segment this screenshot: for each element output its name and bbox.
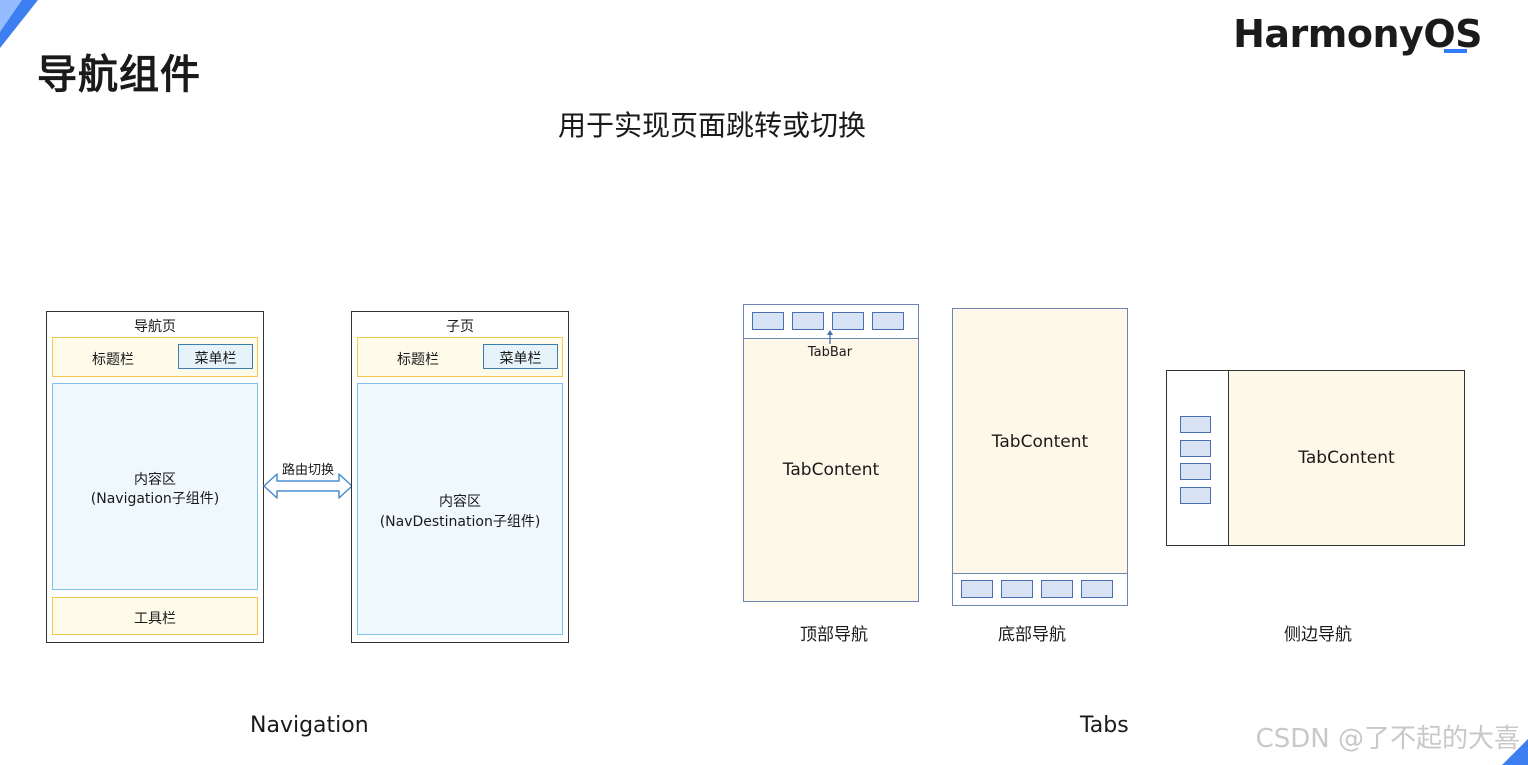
csdn-watermark: CSDN @了不起的大喜 <box>1255 724 1520 754</box>
top-nav-content-label: TabContent <box>782 460 880 480</box>
double-arrow-icon <box>263 473 353 499</box>
side-nav-caption: 侧边导航 <box>1284 625 1352 645</box>
nav-page-menu-bar <box>178 344 253 369</box>
tabs-caption: Tabs <box>1080 713 1129 738</box>
bottom-nav-tab-button <box>1001 580 1033 598</box>
side-nav-tab-button <box>1180 416 1211 433</box>
top-nav-tab-content <box>743 338 919 602</box>
sub-page-menu-bar <box>483 344 558 369</box>
navigation-caption: Navigation <box>250 713 369 738</box>
arrow-up-icon <box>827 330 833 344</box>
nav-page-toolbar <box>52 597 258 635</box>
corner-decoration-top-left-light <box>0 0 22 32</box>
sub-page-header: 子页 <box>446 319 474 335</box>
top-nav-tab-button <box>832 312 864 330</box>
nav-page-content-sublabel: (Navigation子组件) <box>90 491 220 507</box>
side-nav-tab-button <box>1180 463 1211 480</box>
side-nav-tab-button <box>1180 440 1211 457</box>
bottom-nav-tab-button <box>1041 580 1073 598</box>
nav-page-menu-bar-label: 菜单栏 <box>194 351 237 367</box>
top-nav-tab-button <box>752 312 784 330</box>
corner-decoration-bottom-right <box>1502 739 1528 765</box>
top-nav-tab-button <box>792 312 824 330</box>
bottom-nav-tab-button <box>961 580 993 598</box>
page-subtitle: 用于实现页面跳转或切换 <box>558 109 867 142</box>
side-nav-tabbar <box>1166 370 1229 546</box>
sub-page-content-label: 内容区 <box>439 494 481 510</box>
sub-page-content-area <box>357 383 563 635</box>
harmonyos-logo: HarmonyOS <box>1233 12 1482 56</box>
side-nav-tab-button <box>1180 487 1211 504</box>
nav-page-header: 导航页 <box>134 319 176 335</box>
sub-page-title-bar-label: 标题栏 <box>397 352 439 368</box>
bottom-nav-tab-button <box>1081 580 1113 598</box>
sub-page-menu-bar-label: 菜单栏 <box>499 351 542 367</box>
nav-page-title-bar-label: 标题栏 <box>92 352 134 368</box>
harmonyos-logo-accent <box>1444 49 1467 53</box>
bottom-nav-content-label: TabContent <box>991 432 1089 452</box>
nav-page-toolbar-label: 工具栏 <box>134 611 176 627</box>
top-nav-caption: 顶部导航 <box>800 625 868 645</box>
page-title: 导航组件 <box>37 52 201 98</box>
top-nav-tabbar-label: TabBar <box>807 345 853 360</box>
side-nav-tab-content <box>1228 370 1465 546</box>
route-switch-label: 路由切换 <box>281 463 334 478</box>
nav-page-content-area <box>52 383 258 590</box>
nav-page-content-label: 内容区 <box>134 472 176 488</box>
sub-page-content-sublabel: (NavDestination子组件) <box>379 514 541 530</box>
top-nav-tab-button <box>872 312 904 330</box>
bottom-nav-caption: 底部导航 <box>998 625 1066 645</box>
side-nav-content-label: TabContent <box>1298 448 1395 468</box>
bottom-nav-tab-content <box>952 308 1128 574</box>
